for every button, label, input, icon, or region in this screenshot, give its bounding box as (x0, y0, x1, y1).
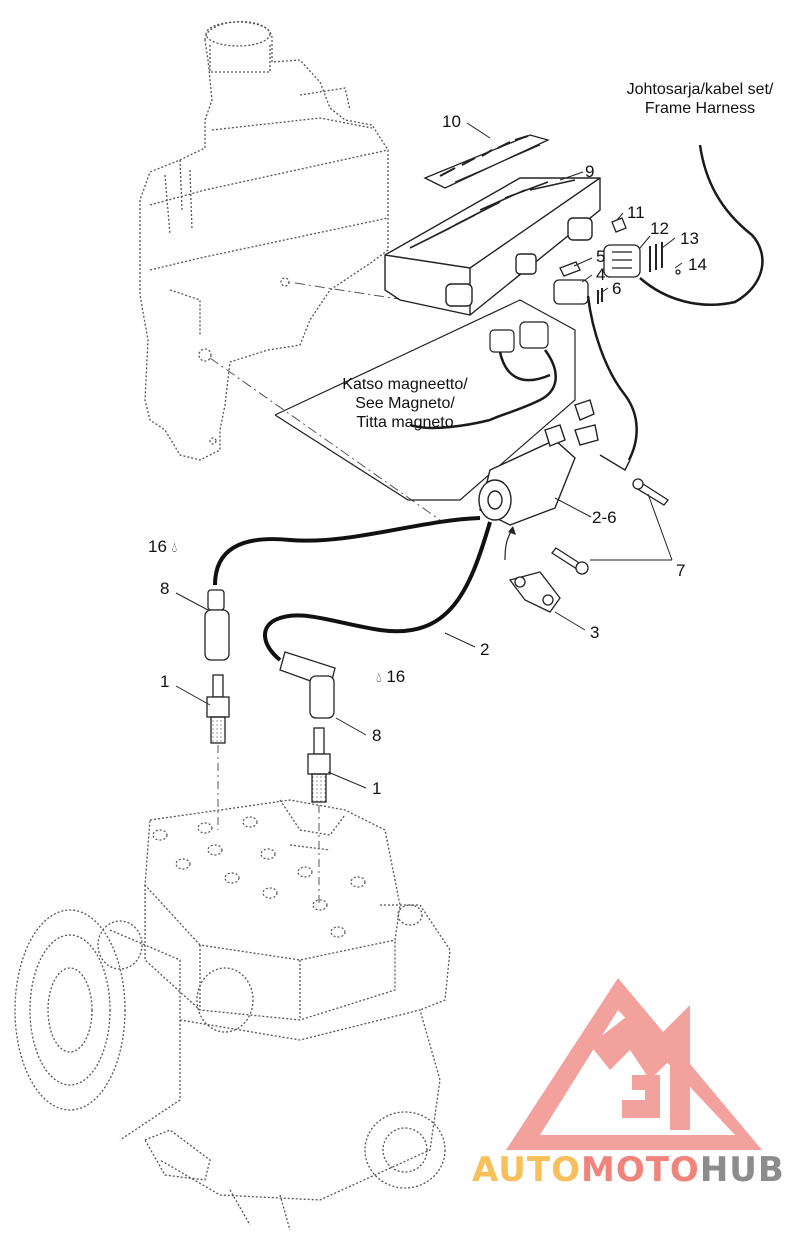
note-line: Katso magneetto/ (342, 376, 468, 393)
callout-16-label: 16 (148, 537, 167, 556)
callout-4: 4 (596, 265, 606, 284)
seal-part-5 (559, 261, 581, 277)
connector-part-4 (553, 279, 589, 305)
magneto-reference-box (274, 299, 576, 501)
callout-9: 9 (585, 162, 595, 181)
ignition-coil-part-2-6 (478, 399, 631, 526)
callout-6: 6 (612, 279, 622, 298)
callout-10: 10 (442, 112, 461, 131)
logo-word-hub: HUB (699, 1150, 785, 1190)
callout-2: 2 (480, 640, 490, 659)
callout-3: 3 (590, 623, 600, 642)
alignment-line (209, 357, 441, 521)
plug-cap-part-8-left (204, 589, 230, 661)
callout-13: 13 (680, 229, 699, 248)
alignment-line (217, 745, 320, 905)
callout-5: 5 (596, 247, 606, 266)
engine-block (14, 799, 451, 1231)
bolt-part-7 (551, 478, 669, 575)
oil-drop-icon: 💧︎ (376, 669, 382, 685)
callout-14: 14 (688, 255, 707, 274)
ecu-module-part-9 (384, 177, 601, 316)
callout-1-left: 1 (160, 672, 170, 691)
connector-part-12 (603, 244, 641, 278)
callout-8-right: 8 (372, 726, 382, 745)
frame-harness-wire (639, 144, 764, 306)
arrow-head (508, 526, 516, 535)
clip-part-11 (611, 217, 627, 233)
arrow (504, 529, 513, 561)
callout-8-left: 8 (160, 579, 170, 598)
leader-lines (175, 122, 683, 789)
spark-plug-cable-left (213, 516, 481, 586)
logo-mark (506, 978, 762, 1150)
logo-word-moto: MOTO (580, 1150, 700, 1190)
callout-1-right: 1 (372, 779, 382, 798)
note-line: See Magneto/ (355, 395, 455, 412)
decal-part-10 (423, 134, 550, 189)
cylinder-head-bolts (152, 816, 366, 938)
callout-12: 12 (650, 219, 669, 238)
harness-wire (586, 295, 638, 463)
see-magneto-note: Katso magneetto/ See Magneto/ Titta magn… (325, 375, 485, 432)
automotohub-logo: AUTOMOTOHUB (472, 1150, 785, 1190)
callout-7: 7 (676, 561, 686, 580)
logo-word-auto: AUTO (472, 1150, 581, 1190)
note-line: Titta magneto (356, 414, 454, 431)
callout-16-bottom: 💧︎ 16 (376, 668, 405, 686)
spark-plug-part-1-right (307, 727, 331, 803)
clamp-part-3 (508, 571, 561, 613)
spark-plug-part-1-left (206, 674, 230, 744)
plug-cap-part-8-right (279, 651, 336, 719)
note-line: Frame Harness (644, 100, 756, 117)
callout-2-6: 2-6 (592, 508, 617, 527)
callout-16-top: 16 💧︎ (148, 538, 177, 556)
oil-tank (139, 21, 389, 461)
callout-11: 11 (627, 203, 645, 222)
frame-harness-note: Johtosarja/kabel set/ Frame Harness (608, 80, 792, 118)
spark-plug-cable-part-2 (263, 521, 492, 662)
note-line: Johtosarja/kabel set/ (626, 81, 774, 98)
connector-group (553, 217, 681, 305)
oil-drop-icon: 💧︎ (171, 539, 178, 555)
callout-16-label: 16 (386, 667, 406, 686)
